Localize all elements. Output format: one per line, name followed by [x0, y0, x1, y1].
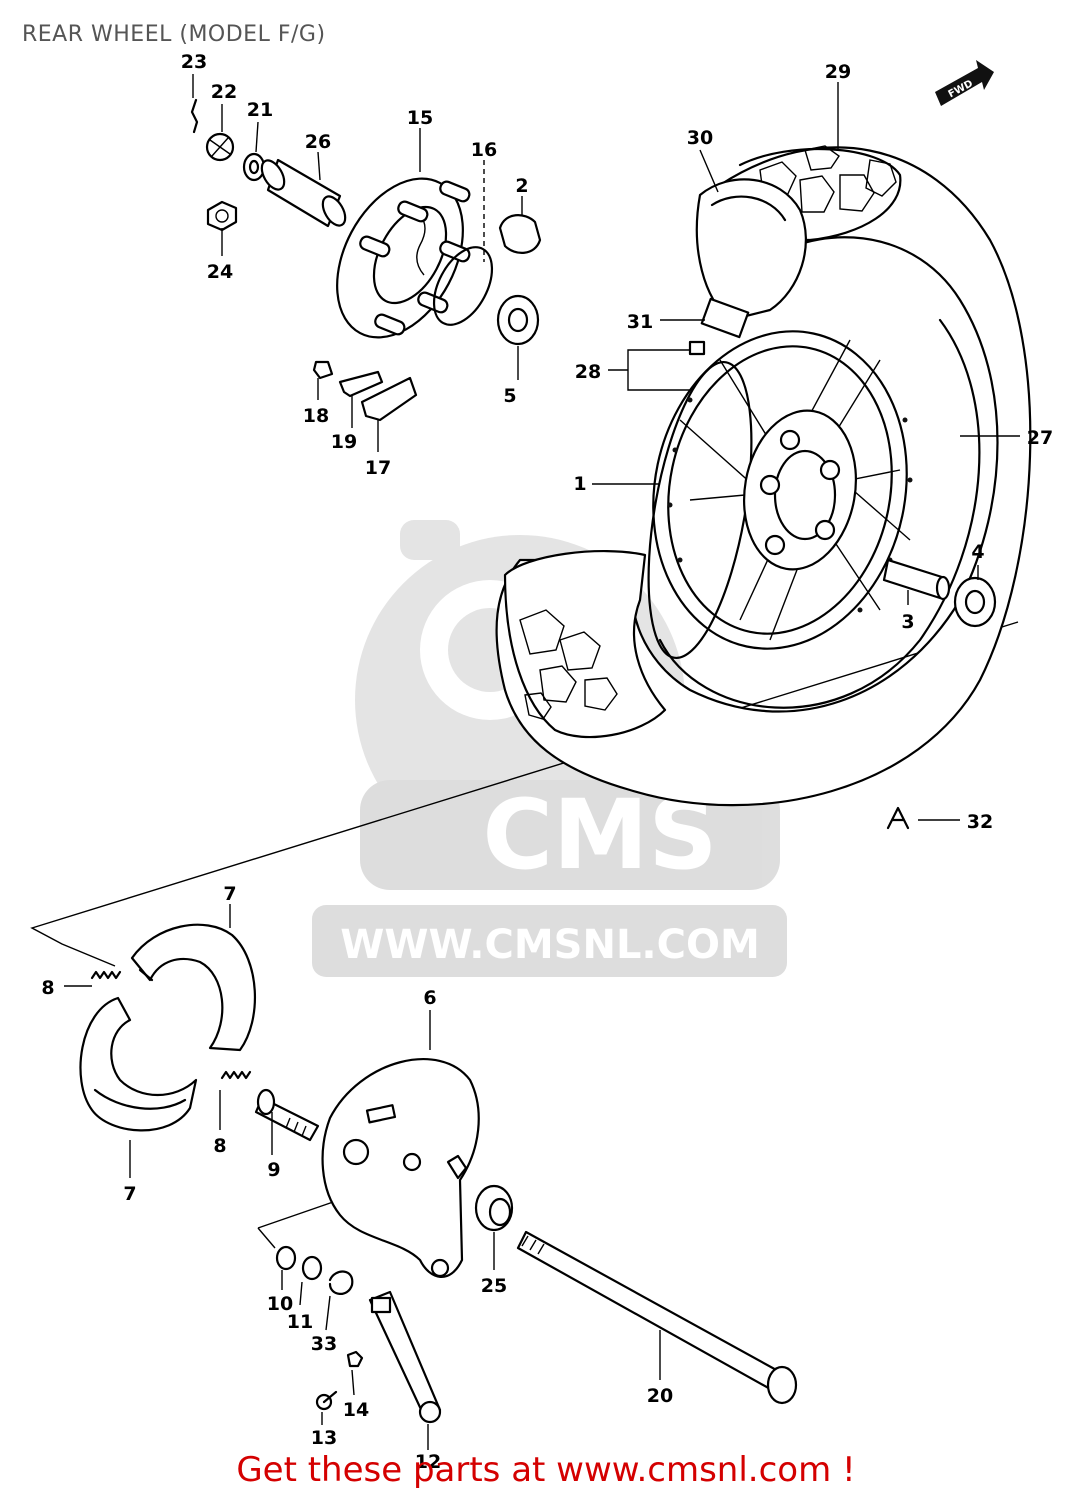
- callout-23: 23: [181, 51, 207, 73]
- callout-19: 19: [331, 431, 357, 453]
- callout-27: 27: [1027, 427, 1053, 449]
- callout-labels: 23 22 21 26 15 16 2 24 5 18 19 17 29 30 …: [41, 51, 1053, 1473]
- callout-8-upper: 8: [41, 977, 54, 999]
- callout-25: 25: [481, 1275, 507, 1297]
- sprocket-drum: [336, 177, 471, 339]
- callout-30: 30: [687, 127, 713, 149]
- fwd-direction-badge: FWD: [935, 60, 994, 106]
- panel-spacer: [474, 1184, 514, 1232]
- callout-24: 24: [207, 261, 233, 283]
- callout-29: 29: [825, 61, 851, 83]
- callout-17: 17: [365, 457, 391, 479]
- callout-7-upper: 7: [223, 883, 236, 905]
- callout-7-lower: 7: [123, 1183, 136, 1205]
- brake-cam-lever: [368, 1290, 442, 1424]
- callout-20: 20: [647, 1385, 673, 1407]
- hex-nut: [206, 200, 238, 232]
- brake-spring-upper: [90, 970, 122, 980]
- callout-10: 10: [267, 1293, 293, 1315]
- callout-2: 2: [515, 175, 528, 197]
- valve-nut: [688, 340, 706, 356]
- rear-axle: [516, 1230, 798, 1405]
- callout-11: 11: [287, 1311, 313, 1333]
- lock-washer-plate: [338, 370, 384, 398]
- callout-15: 15: [407, 107, 433, 129]
- callout-8-lower: 8: [213, 1135, 226, 1157]
- callout-9: 9: [267, 1159, 280, 1181]
- hub-bearing-left: [496, 294, 540, 346]
- o-ring: [432, 246, 494, 326]
- callout-26: 26: [305, 131, 331, 153]
- dust-seal: [498, 214, 542, 254]
- rear-wheel-rim: [647, 330, 913, 660]
- callout-12: 12: [415, 1451, 441, 1473]
- sprocket-spacer: [260, 158, 347, 228]
- cam-lever-clip: [328, 1270, 354, 1295]
- brake-spring-lower: [220, 1070, 252, 1080]
- brake-seal: [301, 1255, 323, 1281]
- locking-plate: [360, 376, 418, 422]
- hub-bearing: [953, 576, 997, 628]
- watermark-url: WWW.CMSNL.COM: [340, 922, 760, 968]
- get-parts-link[interactable]: Get these parts at www.cmsnl.com !: [236, 1450, 856, 1490]
- brake-shoe-upper: [130, 923, 256, 1052]
- callout-28: 28: [575, 361, 601, 383]
- callout-1: 1: [573, 473, 586, 495]
- callout-5: 5: [503, 385, 516, 407]
- callout-22: 22: [211, 81, 237, 103]
- balance-clip: [886, 806, 910, 830]
- lever-bolt: [315, 1390, 338, 1411]
- brake-washer: [275, 1245, 297, 1271]
- brake-panel: [321, 1058, 480, 1278]
- page-title: REAR WHEEL (MODEL F/G): [22, 22, 326, 47]
- rear-tyre: [495, 145, 1032, 807]
- callout-4: 4: [971, 541, 984, 563]
- hub-spacer: [882, 558, 951, 601]
- callout-18: 18: [303, 405, 329, 427]
- cotter-pin: [190, 98, 199, 134]
- callout-21: 21: [247, 99, 273, 121]
- brake-shoe-lower: [79, 996, 198, 1132]
- callout-13: 13: [311, 1427, 337, 1449]
- leader-lines: [64, 74, 1020, 1450]
- lock-nut-small: [312, 360, 334, 380]
- lever-nut: [346, 1350, 364, 1368]
- callout-31: 31: [627, 311, 653, 333]
- callout-3: 3: [901, 611, 914, 633]
- callout-16: 16: [471, 139, 497, 161]
- callout-32: 32: [967, 811, 993, 833]
- callout-14: 14: [343, 1399, 369, 1421]
- callout-6: 6: [423, 987, 436, 1009]
- callout-33: 33: [311, 1333, 337, 1355]
- brake-cam: [254, 1088, 320, 1142]
- castle-nut: [205, 132, 235, 162]
